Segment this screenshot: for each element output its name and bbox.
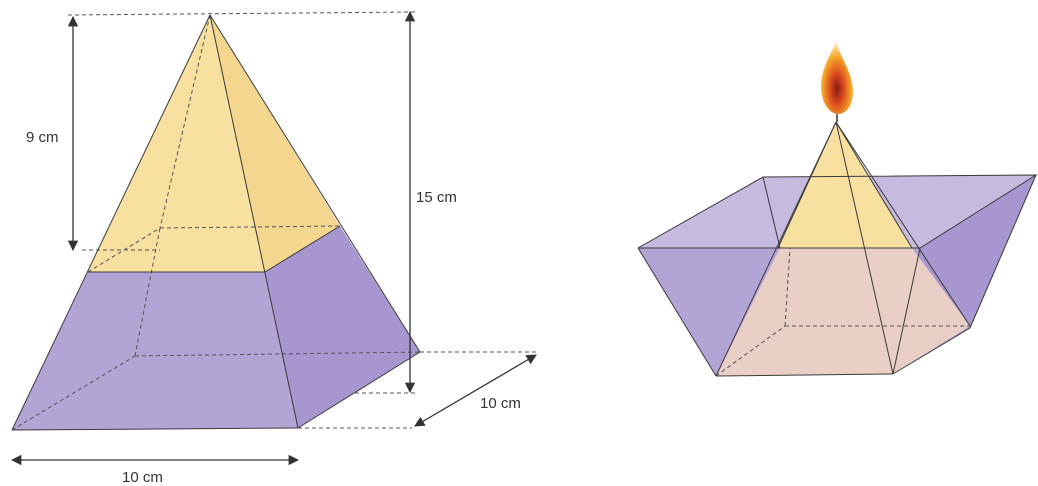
candle-top-pyramid — [778, 122, 912, 248]
frustum-left-face — [12, 272, 298, 430]
top-pyramid-right — [210, 15, 340, 272]
frustum-right-face — [265, 226, 420, 428]
candle-holder-figure — [637, 42, 1038, 377]
top-pyramid-front — [88, 15, 265, 272]
candle-flame-icon — [820, 42, 853, 122]
dim-arrow-depth — [414, 354, 537, 427]
visible-edges — [11, 14, 421, 431]
label-depth: 10 cm — [480, 395, 521, 412]
holder-visible-edges — [637, 121, 1038, 377]
hidden-edges — [11, 14, 421, 431]
holder-hidden-edges — [715, 247, 970, 377]
candle-lower-part — [716, 248, 970, 376]
label-total-height: 15 cm — [416, 189, 457, 206]
pyramid-figure: 9 cm 15 cm 10 cm 10 cm — [10, 10, 537, 486]
label-base-width: 10 cm — [122, 469, 163, 486]
label-top-height: 9 cm — [26, 129, 59, 146]
